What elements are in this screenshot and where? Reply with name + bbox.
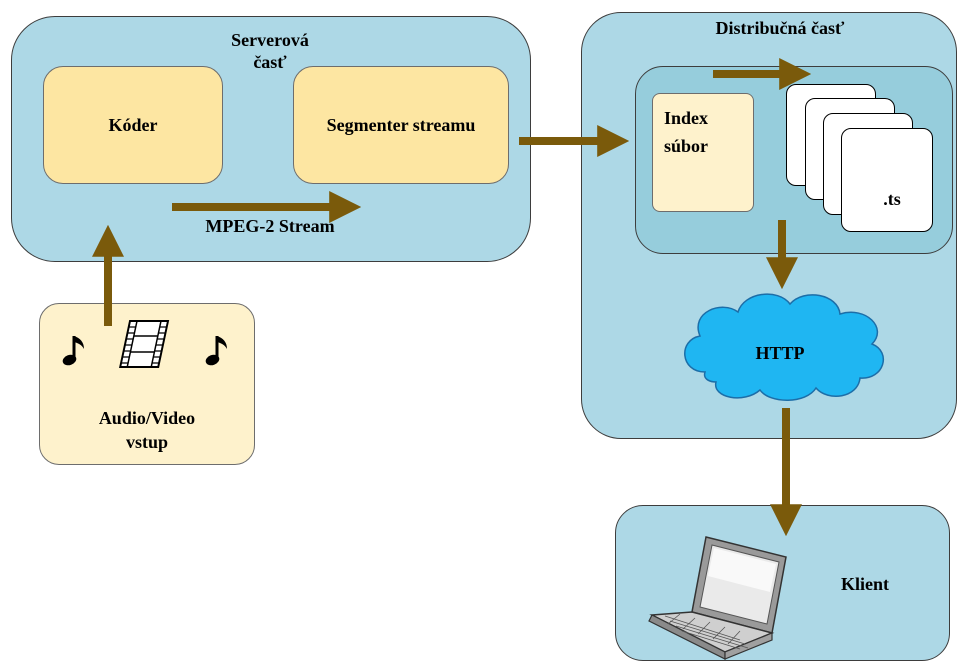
input-label-line2: vstup (125, 432, 169, 452)
ts-segment-label: .ts (883, 189, 901, 209)
client-label: Klient (841, 574, 889, 594)
server-title-line2: časť (253, 52, 287, 72)
segmenter-box: Segmenter streamu (293, 66, 509, 184)
encoder-box: Kóder (43, 66, 223, 184)
input-label-line1: Audio/Video (98, 408, 196, 428)
distribution-title: Distribučná časť (715, 18, 845, 38)
server-title-line1: Serverová (231, 30, 309, 50)
index-file-line1: Index (664, 108, 709, 128)
stream-label: MPEG-2 Stream (205, 216, 335, 236)
index-file-box: Index súbor (652, 93, 754, 212)
input-label: Audio/Video vstup (39, 406, 255, 454)
ts-segment-page-4 (841, 128, 933, 232)
server-title: Serverová časť (180, 29, 360, 73)
index-file-line2: súbor (664, 136, 709, 156)
